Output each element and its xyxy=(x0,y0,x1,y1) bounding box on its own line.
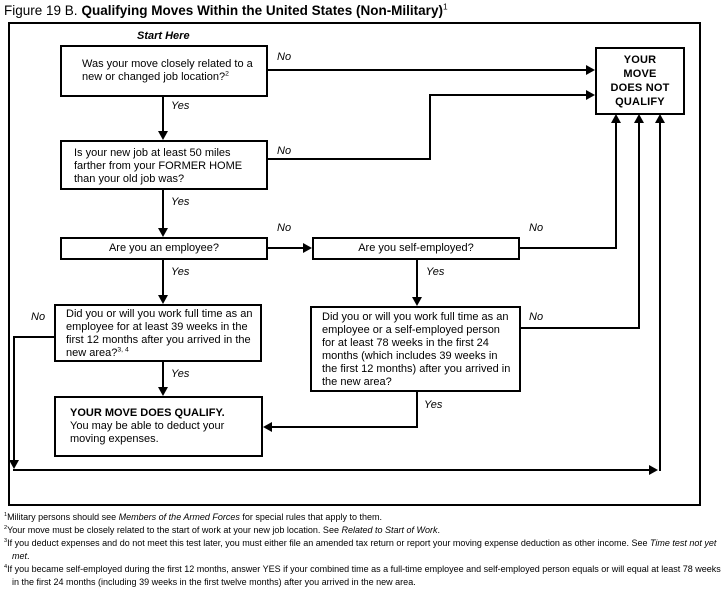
edge-q3b-yes-arrowhead xyxy=(412,297,422,306)
node-q2-fifty-miles: Is your new job at least 50 miles farthe… xyxy=(60,140,268,190)
node-q3-employee: Are you an employee? xyxy=(60,237,268,260)
label-q3-yes: Yes xyxy=(171,266,190,278)
edge-q1-no-line xyxy=(268,69,588,71)
node-q4-footnote-ref: 3, 4 xyxy=(117,346,129,354)
edge-q4b-no-line-2 xyxy=(638,122,640,329)
footnote-3: 3If you deduct expenses and do not meet … xyxy=(4,537,721,563)
edge-q3b-no-line-2 xyxy=(615,122,617,249)
footnote-3-post: . xyxy=(27,551,30,561)
start-here-label: Start Here xyxy=(137,30,190,42)
edge-q2-no-line-2 xyxy=(429,94,431,160)
edge-q2-no-arrowhead xyxy=(586,90,595,100)
edge-q4-yes-arrowhead xyxy=(158,387,168,396)
footnote-1-italic: Members of the Armed Forces xyxy=(118,512,240,522)
node-q4-39-weeks: Did you or will you work full time as an… xyxy=(54,304,262,362)
footnote-2-post: . xyxy=(437,525,441,535)
node-q1-footnote-ref: 2 xyxy=(225,70,229,78)
edge-q2-yes-arrowhead xyxy=(158,228,168,237)
edge-q4-no-arrowhead-down xyxy=(9,460,19,469)
dnq-line: DOES NOT xyxy=(610,82,670,94)
label-q4-yes: Yes xyxy=(171,368,190,380)
node-q3b-self-employed: Are you self-employed? xyxy=(312,237,520,260)
footnote-1-text: Military persons should see xyxy=(7,512,119,522)
label-q4b-no: No xyxy=(529,311,544,323)
figure-title-text: Qualifying Moves Within the United State… xyxy=(81,3,443,18)
node-does-qualify: YOUR MOVE DOES QUALIFY. You may be able … xyxy=(54,396,263,457)
footnotes: 1Military persons should see Members of … xyxy=(4,511,721,589)
node-q4-text: Did you or will you work full time as an… xyxy=(66,308,253,359)
dnq-line: QUALIFY xyxy=(615,96,665,108)
edge-q4-no-arrowhead-up xyxy=(655,114,665,123)
footnote-2-italic: Related to Start of Work xyxy=(341,525,438,535)
qualify-title: YOUR MOVE DOES QUALIFY. xyxy=(70,407,225,419)
footnote-1: 1Military persons should see Members of … xyxy=(4,511,721,524)
node-q3-text: Are you an employee? xyxy=(108,242,220,254)
footnote-3-text: If you deduct expenses and do not meet t… xyxy=(7,538,650,548)
footnote-4-text: If you became self-employed during the f… xyxy=(7,564,721,587)
edge-q4-no-line-4 xyxy=(659,122,661,471)
edge-q4-no-line-2 xyxy=(13,336,15,462)
dnq-line: YOUR xyxy=(623,54,657,66)
edge-q3-yes-line xyxy=(162,260,164,296)
node-q2-text: Is your new job at least 50 miles farthe… xyxy=(74,147,243,185)
edge-q1-yes-arrowhead xyxy=(158,131,168,140)
footnote-2-marker: 2 xyxy=(4,525,8,531)
edge-q4-no-line-3 xyxy=(13,469,651,471)
footnote-1-marker: 1 xyxy=(4,512,8,518)
label-q3b-no: No xyxy=(529,222,544,234)
footnote-2: 2Your move must be closely related to th… xyxy=(4,524,721,537)
qualify-text: You may be able to deduct your moving ex… xyxy=(70,420,225,445)
edge-q3b-no-line-1 xyxy=(520,247,617,249)
label-q4b-yes: Yes xyxy=(424,399,443,411)
edge-q2-yes-line xyxy=(162,190,164,229)
figure-number: Figure 19 B. xyxy=(4,3,78,18)
edge-q4b-no-line-1 xyxy=(521,327,640,329)
label-q1-no: No xyxy=(277,51,292,63)
title-footnote-ref: 1 xyxy=(442,1,448,12)
footnote-3-italic: Time test not yet met xyxy=(12,538,717,561)
label-q2-no: No xyxy=(277,145,292,157)
node-q4b-text: Did you or will you work full time as an… xyxy=(322,311,511,388)
edge-q3-no-arrowhead xyxy=(303,243,312,253)
edge-q4-no-arrowhead-right xyxy=(649,465,658,475)
label-q1-yes: Yes xyxy=(171,100,190,112)
edge-q2-no-line-3 xyxy=(429,94,588,96)
edge-q4-no-line-1 xyxy=(13,336,54,338)
label-q2-yes: Yes xyxy=(171,196,190,208)
footnote-4-marker: 4 xyxy=(4,564,8,570)
label-q4-no: No xyxy=(31,311,46,323)
label-q3-no: No xyxy=(277,222,292,234)
label-q3b-yes: Yes xyxy=(426,266,445,278)
edge-q3-yes-arrowhead xyxy=(158,295,168,304)
edge-q2-no-line-1 xyxy=(268,158,431,160)
edge-q1-no-arrowhead xyxy=(586,65,595,75)
dnq-line: MOVE xyxy=(623,68,657,80)
edge-q4-yes-line xyxy=(162,362,164,388)
figure-title: Figure 19 B.Qualifying Moves Within the … xyxy=(4,1,448,18)
edge-q1-yes-line xyxy=(162,96,164,133)
edge-q3-no-line xyxy=(268,247,305,249)
node-q1-job-location: Was your move closely related to a new o… xyxy=(60,45,268,97)
flowchart-border xyxy=(8,22,701,506)
edge-q4b-yes-arrowhead xyxy=(263,422,272,432)
footnote-2-text: Your move must be closely related to the… xyxy=(7,525,342,535)
node-does-not-qualify: YOUR MOVE DOES NOT QUALIFY xyxy=(595,47,685,115)
edge-q3b-yes-line xyxy=(416,260,418,298)
edge-q4b-yes-line-1 xyxy=(416,392,418,428)
edge-q3b-no-arrowhead xyxy=(611,114,621,123)
footnote-1-post: for special rules that apply to them. xyxy=(239,512,382,522)
node-q1-text: Was your move closely related to a new o… xyxy=(82,58,253,83)
node-q4b-78-weeks: Did you or will you work full time as an… xyxy=(310,306,521,392)
footnote-4: 4If you became self-employed during the … xyxy=(4,563,721,589)
edge-q4b-yes-line-2 xyxy=(272,426,418,428)
footnote-3-marker: 3 xyxy=(4,538,8,544)
node-q3b-text: Are you self-employed? xyxy=(358,242,474,254)
edge-q4b-no-arrowhead xyxy=(634,114,644,123)
